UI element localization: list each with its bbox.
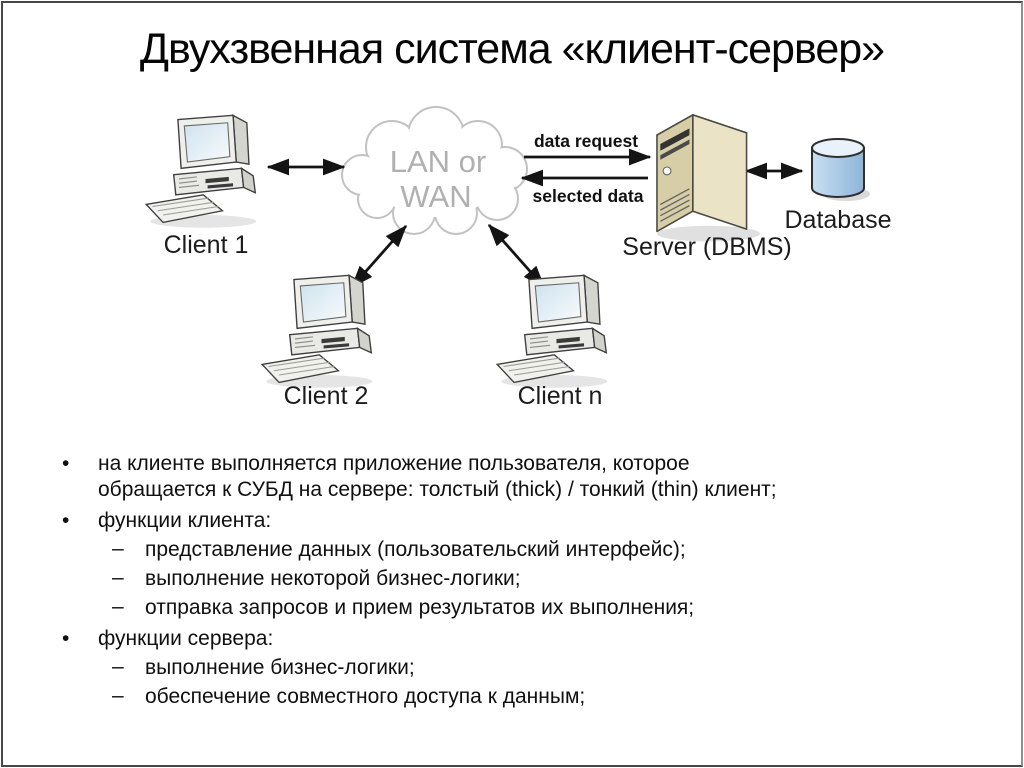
server-tower-icon [656, 114, 760, 242]
bullet-marker: • [62, 509, 70, 532]
client-server-diagram: LAN or WAN data request selected data [145, 106, 892, 410]
list-item: – выполнение некоторой бизнес-логики; [0, 566, 1024, 592]
page-title: Двухзвенная система «клиент-сервер» [139, 25, 885, 73]
dash-marker: – [112, 595, 124, 618]
bullet-text-line: обращается к СУБД на сервере: толстый (t… [98, 478, 777, 501]
list-item: • функции сервера: [0, 626, 1024, 652]
data-request-label: data request [534, 131, 638, 151]
bullet-marker: • [62, 627, 70, 650]
clientn-computer-icon [496, 274, 609, 389]
arrow-cloud-client2 [350, 224, 408, 289]
database-icon [811, 138, 870, 201]
network-cloud-fill [343, 108, 526, 233]
dash-marker: – [112, 684, 124, 707]
client1-label: Client 1 [164, 231, 249, 259]
list-item: – обеспечение совместного доступа к данн… [0, 684, 1024, 710]
dash-marker: – [112, 655, 124, 678]
cloud-label-line1: LAN or [390, 144, 486, 179]
bullet-text: отправка запросов и прием результатов их… [145, 596, 695, 619]
bullet-marker: • [62, 452, 70, 475]
bullet-text: выполнение бизнес-логики; [145, 656, 415, 679]
bullet-text: обеспечение совместного доступа к данным… [145, 685, 586, 708]
client2-computer-icon [261, 274, 374, 389]
bullet-list: • на клиенте выполняется приложение поль… [0, 446, 1024, 710]
database-label: Database [784, 206, 891, 234]
client2-label: Client 2 [284, 382, 369, 410]
bullet-text: функции клиента: [98, 509, 272, 532]
dash-marker: – [112, 537, 124, 560]
list-item: • на клиенте выполняется приложение поль… [0, 451, 1024, 503]
list-item: – выполнение бизнес-логики; [0, 655, 1024, 681]
client1-computer-icon [145, 114, 258, 229]
bullet-text: на клиенте выполняется приложение пользо… [98, 451, 936, 503]
bullet-text-line: на клиенте выполняется приложение пользо… [98, 452, 690, 475]
bullet-text: выполнение некоторой бизнес-логики; [145, 567, 521, 590]
server-label: Server (DBMS) [622, 233, 791, 261]
selected-data-label: selected data [533, 186, 644, 206]
cloud-label-line2: WAN [400, 179, 471, 214]
bullet-text: представление данных (пользовательский и… [145, 538, 686, 561]
list-item: • функции клиента: [0, 508, 1024, 534]
arrow-cloud-clientn [487, 223, 546, 289]
clientn-label: Client n [518, 382, 603, 410]
list-item: – представление данных (пользовательский… [0, 537, 1024, 563]
bullet-text: функции сервера: [98, 627, 274, 650]
dash-marker: – [112, 566, 124, 589]
list-item: – отправка запросов и прием результатов … [0, 595, 1024, 621]
